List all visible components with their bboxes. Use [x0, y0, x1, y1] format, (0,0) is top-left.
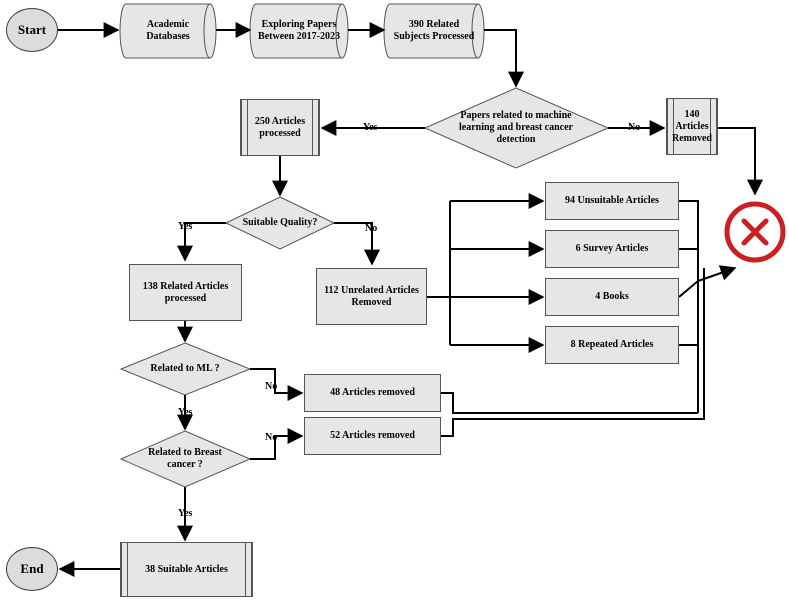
label-no-52: No: [265, 432, 278, 443]
cylinder-shapes: [119, 3, 485, 59]
x-circle-icon: [724, 201, 786, 263]
end-terminal: End: [6, 547, 58, 591]
label-yes-138: Yes: [178, 221, 193, 232]
start-terminal: Start: [6, 8, 58, 52]
repeated8-box: 8 Repeated Articles: [545, 326, 679, 364]
related138-box: 138 Related Articles processed: [129, 264, 242, 321]
removed48-box: 48 Articles removed: [304, 374, 441, 412]
unsuitable94-box: 94 Unsuitable Articles: [545, 182, 679, 220]
suitable38-box: 38 Suitable Articles: [120, 542, 253, 597]
processed250-box: 250 Articles processed: [240, 99, 320, 156]
unrelated112-box: 112 Unrelated Articles Removed: [316, 268, 427, 325]
connectors: [58, 22, 763, 577]
decision-ml-text: Related to ML ?: [150, 363, 220, 374]
survey6-box: 6 Survey Articles: [545, 230, 679, 268]
diamond-shapes: [119, 87, 610, 488]
exploring-text: Exploring Papers Between 2017-2023: [258, 19, 340, 42]
end-label: End: [20, 561, 44, 576]
decision-ml-bc-text: Papers related to machine learning and b…: [459, 110, 573, 145]
academic-text: Academic Databases: [146, 19, 190, 42]
label-yes-bc: Yes: [178, 407, 193, 418]
label-no-48: No: [265, 381, 278, 392]
decision-quality-diamond: [224, 196, 336, 250]
start-label: Start: [17, 22, 47, 37]
decision-bc-text: Related to Breast cancer ?: [148, 447, 222, 470]
related390-text: 390 Related Subjects Processed: [393, 19, 475, 42]
decision-ml-bc-diamond: [423, 87, 610, 169]
label-yes-250: Yes: [363, 122, 378, 133]
decision-quality-text: Suitable Quality?: [242, 217, 318, 228]
label-yes-38: Yes: [178, 508, 193, 519]
books4-box: 4 Books: [545, 278, 679, 316]
removed140-box: 140 Articles Removed: [666, 98, 718, 155]
label-no-140: No: [628, 122, 641, 133]
removed52-box: 52 Articles removed: [304, 417, 441, 455]
label-no-112: No: [365, 223, 378, 234]
